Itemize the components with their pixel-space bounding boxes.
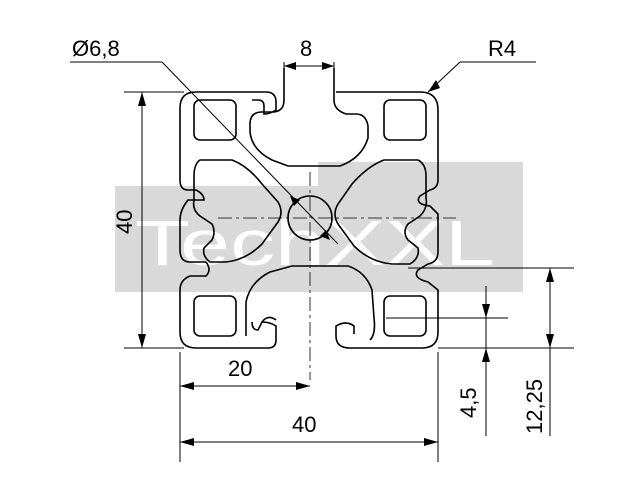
corner-hole-tl: [193, 99, 237, 141]
corner-hole-tr: [383, 99, 427, 141]
bottom-inner-slot: [245, 265, 376, 341]
top-slot: [249, 68, 369, 167]
arrow-heads: [138, 62, 554, 446]
right-inner-slot: [334, 159, 428, 265]
outer-contour: [179, 91, 439, 349]
watermark-text: TechXXL: [135, 207, 495, 279]
offset-large-label: 12,25: [522, 379, 547, 434]
left-inner-slot: [192, 159, 282, 263]
corner-hole-bl: [193, 295, 237, 337]
center-lines: [218, 172, 456, 380]
slot-width-label: 8: [300, 36, 312, 61]
offset-small-label: 4,5: [456, 387, 481, 418]
corner-hole-br: [383, 295, 427, 337]
width-label: 40: [292, 412, 316, 437]
dimension-labels: Ø6,8 8 R4 40 20 40 4,5 12,25: [72, 36, 547, 437]
radius-label: R4: [488, 36, 516, 61]
watermark: TechXXL: [115, 162, 523, 292]
half-width-label: 20: [228, 356, 252, 381]
height-label: 40: [112, 210, 137, 234]
diameter-label: Ø6,8: [72, 36, 120, 61]
